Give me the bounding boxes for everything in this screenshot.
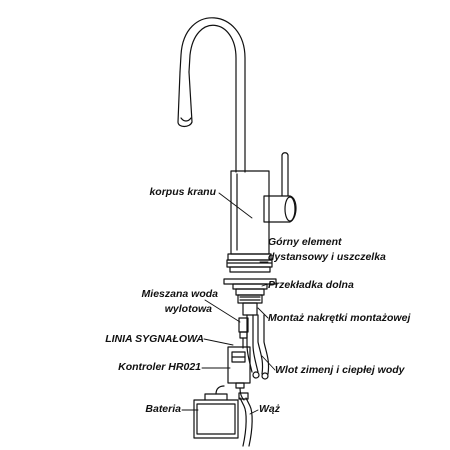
leader-body (218, 192, 253, 219)
supply-hoses (246, 314, 270, 380)
label-spacer-line1: Górny element (268, 236, 342, 248)
lever-handle (263, 152, 297, 223)
label-spacer-line2: dystansowy i uszczelka (268, 251, 386, 263)
label-mixed-water-line2: wylotowa (164, 303, 212, 315)
faucet-body (230, 170, 270, 255)
leader-inlet (261, 355, 276, 371)
label-body: korpus kranu (149, 186, 216, 198)
leader-signal-line (203, 338, 234, 346)
battery-pack (193, 385, 239, 439)
label-hose: Wąż (259, 403, 280, 415)
leader-nut (257, 307, 269, 319)
label-battery: Bateria (145, 403, 181, 415)
label-inlet: Wlot zimenj i ciepłej wody (275, 364, 405, 376)
upper-spacer-gasket (226, 253, 273, 273)
leader-bottom-gasket (261, 283, 269, 287)
leader-hose (249, 409, 259, 415)
leader-lines (181, 192, 276, 415)
label-signal-line: LINIA SYGNAŁOWA (105, 333, 204, 345)
controller-unit (227, 346, 251, 401)
mounting-nut (235, 288, 265, 316)
mixed-water-connector (238, 317, 249, 349)
outlet-hose (238, 392, 253, 447)
label-controller: Kontroler HR021 (118, 361, 201, 373)
leader-mixed-water (204, 299, 241, 323)
label-bottom-gasket: Przekładka dolna (268, 279, 354, 291)
label-mixed-water-line1: Mieszana woda (141, 288, 218, 300)
spout-nozzle (177, 71, 193, 128)
spout (177, 17, 246, 173)
label-nut-mounting: Montaż nakrętki montażowej (268, 312, 411, 324)
